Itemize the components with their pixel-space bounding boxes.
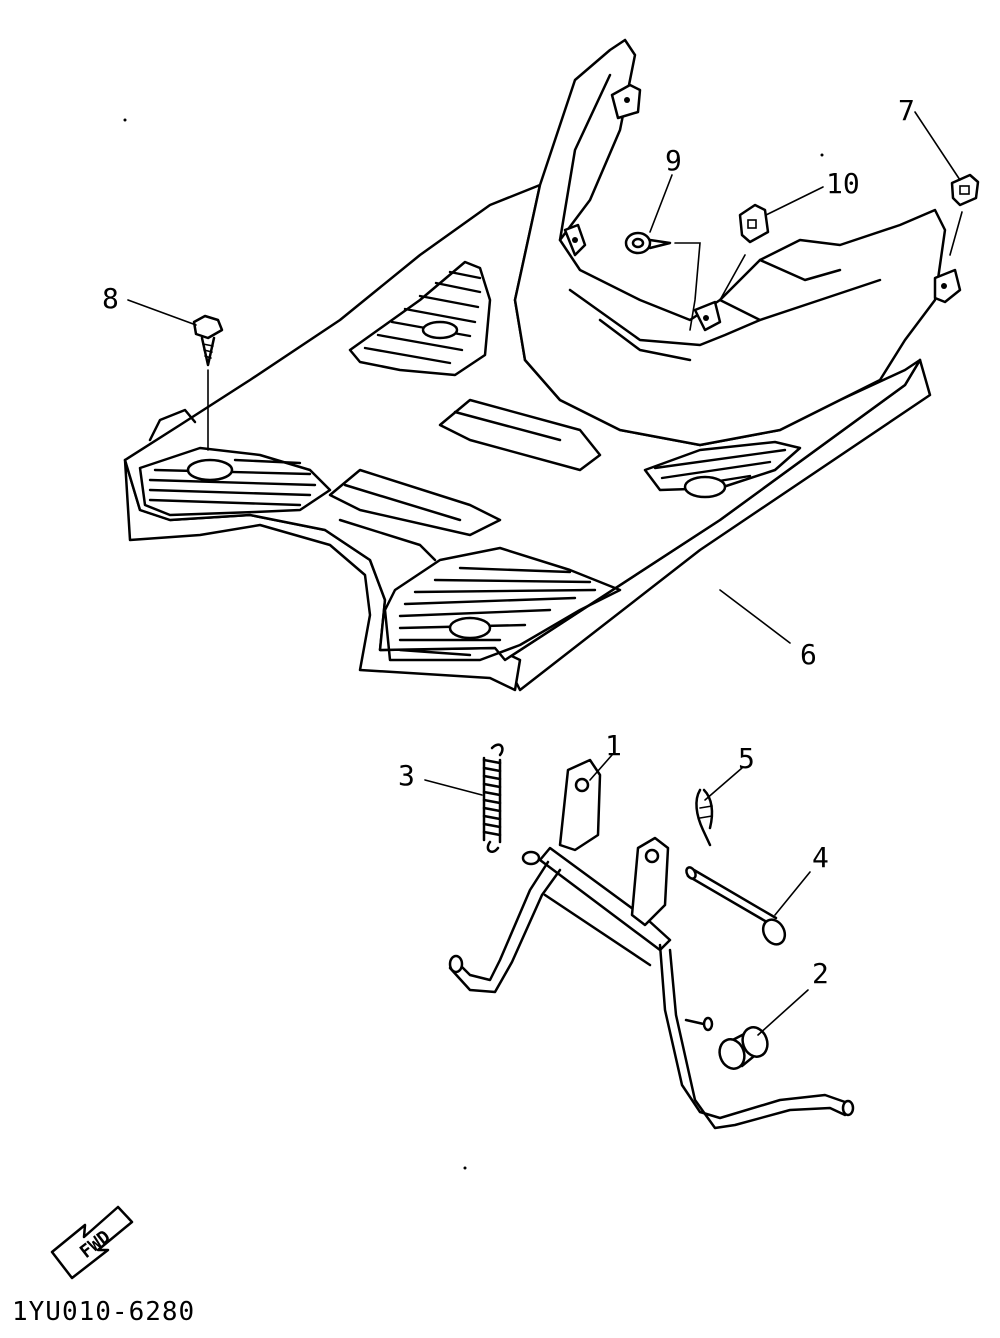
main-stand-part-1 [448, 758, 855, 1130]
callout-5: 5 [738, 742, 755, 775]
bushing-part-2 [718, 1026, 769, 1070]
fwd-arrow-icon: FWD [50, 1205, 134, 1280]
callout-4: 4 [812, 841, 829, 874]
callout-3: 3 [398, 759, 415, 792]
callout-7: 7 [898, 94, 915, 127]
cotter-pin-part-5 [695, 788, 714, 847]
callout-labels: 1 2 3 4 5 6 7 8 9 10 [102, 94, 915, 990]
callout-2: 2 [812, 957, 829, 990]
pad-ribs-left [148, 458, 317, 507]
callout-8: 8 [102, 282, 119, 315]
callout-1: 1 [605, 729, 622, 762]
bolt-part-9 [624, 231, 701, 331]
callout-9: 9 [665, 144, 682, 177]
shaft-part-4 [685, 866, 787, 946]
nut-clip-part-7 [949, 173, 980, 256]
footrest-board-part [123, 38, 962, 692]
pad-ribs-front [398, 566, 597, 657]
nut-clip-part-10 [719, 203, 770, 301]
screw-part-8 [192, 314, 224, 451]
callout-6: 6 [800, 638, 817, 671]
drawing-code: 1YU010-6280 [12, 1297, 195, 1327]
spring-part-3 [482, 743, 504, 853]
leader-lines [127, 111, 961, 1036]
callout-10: 10 [826, 167, 860, 200]
